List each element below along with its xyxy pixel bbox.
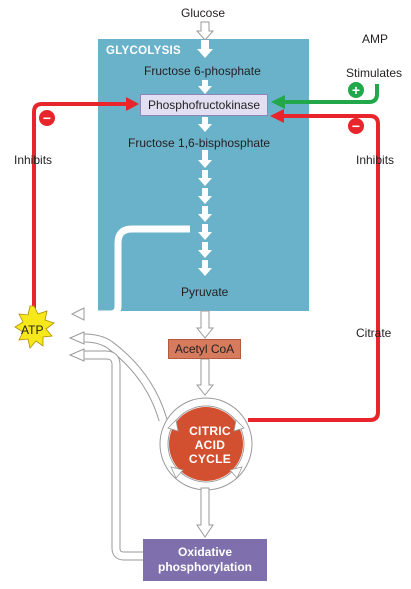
amp-stimulates-line [284, 84, 379, 104]
inhibits-right-label: Inhibits [356, 153, 395, 167]
atp-label: ATP [21, 323, 44, 337]
cycle-atp-arrow [83, 333, 168, 422]
atp-inhibits-arrowhead [126, 97, 139, 111]
plus-circle-icon [348, 82, 364, 98]
starburst-icon [14, 305, 55, 349]
minus-sign-left: − [42, 110, 52, 126]
citrate-inhibits-line [248, 114, 380, 422]
cycle-label-line1: CITRIC [189, 424, 231, 438]
stimulates-label: Stimulates [346, 66, 403, 80]
acetyl-coa-box: Acetyl CoA [168, 339, 241, 359]
oxidative-phosphorylation-box: Oxidative phosphorylation [143, 539, 267, 581]
oxphos-line2: phosphorylation [158, 560, 252, 574]
minus-sign-right: − [351, 118, 361, 134]
glucose-label: Glucose [181, 6, 226, 20]
glycolysis-arrows [198, 80, 212, 276]
cycle-label-line3: CYCLE [188, 452, 232, 466]
amp-label: AMP [362, 32, 389, 46]
atp-inhibits-line [32, 102, 128, 308]
citric-acid-cycle-label: CITRIC ACID CYCLE [180, 424, 240, 466]
oxphos-line1: Oxidative [177, 545, 233, 559]
fructose-6-phosphate-label: Fructose 6-phosphate [144, 64, 261, 78]
acetyl-cycle-arrow [195, 358, 215, 396]
pyruvate-label: Pyruvate [181, 285, 229, 299]
glycolysis-atp-arrowhead [70, 307, 85, 321]
fructose-16-bisphosphate-label: Fructose 1,6-bisphosphate [128, 136, 271, 150]
minus-circle-icon [348, 118, 364, 134]
glycolysis-title: GLYCOLYSIS [106, 45, 182, 57]
pyruvate-acetyl-arrow [195, 310, 215, 339]
inhibits-left-label: Inhibits [14, 153, 53, 167]
citric-acid-cycle [159, 397, 253, 491]
citrate-inhibits-arrowhead [270, 109, 284, 123]
glycolysis-atp-arrow [84, 225, 190, 318]
minus-circle-icon [39, 110, 55, 126]
cycle-label-line2: ACID [194, 438, 226, 452]
glucose-arrows [195, 21, 215, 58]
plus-sign: + [351, 82, 361, 98]
citrate-label: Citrate [356, 326, 392, 340]
cycle-oxphos-arrow [196, 487, 214, 538]
amp-stimulates-arrowhead [271, 95, 285, 109]
phosphofructokinase-box: Phosphofructokinase [140, 94, 268, 116]
